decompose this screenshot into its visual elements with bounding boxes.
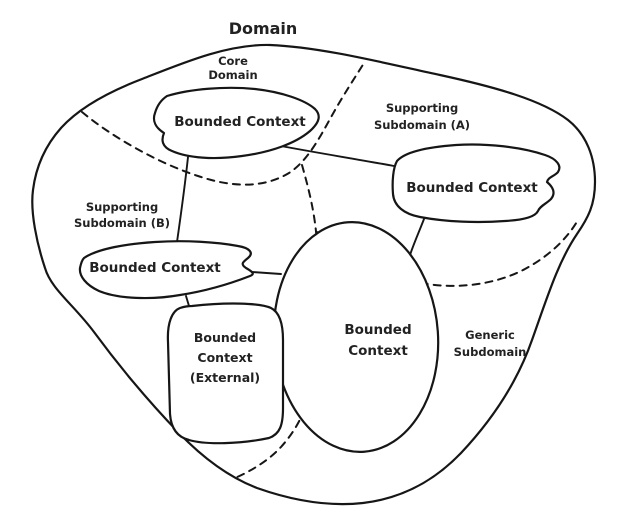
supporting-a-bounded-context-shape — [391, 143, 561, 224]
external-bounded-context-label-line3: (External) — [190, 370, 260, 385]
core-domain-label-line2: Domain — [208, 68, 257, 82]
supporting-b-bounded-context-label: Bounded Context — [89, 260, 221, 276]
generic-subdomain-label-line2: Subdomain — [454, 345, 527, 359]
supporting-b-bounded-context-shape — [78, 240, 254, 300]
generic-subdomain-label-line1: Generic — [465, 328, 515, 342]
core-domain-label-line1: Core — [218, 54, 248, 68]
connector-corebc-to-rightbc — [280, 145, 395, 167]
domain-boundary-outline — [31, 43, 597, 506]
supporting-subdomain-a-label-line1: Supporting — [386, 101, 458, 115]
middle-bounded-context-label-line1: Bounded — [344, 322, 411, 338]
domain-title: Domain — [229, 19, 298, 38]
core-bounded-context-shape — [152, 86, 320, 160]
external-bounded-context-shape — [166, 302, 285, 445]
connector-rightbc-to-middlebc — [409, 218, 425, 256]
external-bounded-context-label-line1: Bounded — [194, 330, 256, 345]
core-bounded-context-label: Bounded Context — [174, 114, 306, 130]
connector-leftbc-to-externalbc — [185, 295, 190, 307]
core-domain-dashed-boundary — [81, 62, 365, 186]
connector-leftbc-to-middlebc — [251, 271, 282, 275]
supporting-subdomain-a-label-line2: Subdomain (A) — [374, 118, 470, 132]
external-bounded-context-label-line2: Context — [197, 350, 252, 365]
supporting-a-bounded-context-label: Bounded Context — [406, 180, 538, 196]
connector-corebc-to-leftbc — [176, 156, 189, 243]
supporting-subdomain-b-label-line1: Supporting — [86, 200, 158, 214]
middle-bounded-context-label-line2: Context — [348, 343, 408, 359]
supporting-subdomain-b-label-line2: Subdomain (B) — [74, 216, 170, 230]
